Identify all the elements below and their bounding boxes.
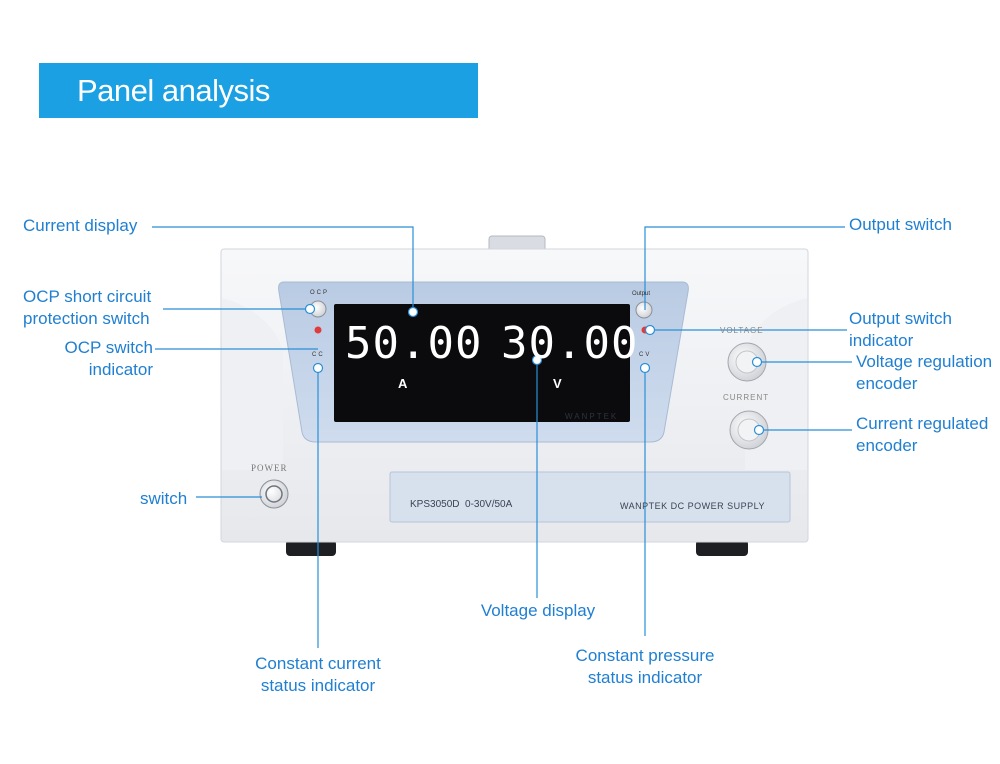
callout-voltage-encoder-line2: encoder: [856, 374, 918, 393]
callout-switch: switch: [140, 489, 188, 508]
cv-label: CV: [639, 352, 652, 358]
callout-current-encoder: Current regulated encoder: [856, 413, 988, 457]
callout-ocp-switch-line2: protection switch: [23, 309, 150, 328]
callout-cc-indicator: Constant current status indicator: [236, 653, 400, 697]
callout-current-encoder-line1: Current regulated: [856, 414, 989, 433]
callout-output-indicator-line1: Output switch: [849, 309, 952, 328]
foot-left: [286, 540, 336, 556]
product-name: WANPTEK DC POWER SUPPLY: [620, 501, 766, 511]
current-reading: 50.00: [345, 318, 483, 369]
ocp-label: OCP: [310, 290, 330, 296]
power-button: [259, 479, 289, 509]
foot-right: [696, 540, 748, 556]
callout-ocp-switch-line1: OCP short circuit: [23, 287, 152, 306]
output-label: Output: [632, 291, 651, 297]
nameplate: [389, 471, 791, 523]
callout-voltage-encoder-line1: Voltage regulation: [856, 352, 993, 371]
output-button: [635, 301, 653, 319]
callout-ocp-indicator-line2: indicator: [88, 360, 153, 379]
callout-output-switch: Output switch: [849, 215, 952, 234]
callout-cv-indicator-line1: Constant pressure: [575, 646, 715, 665]
callout-cc-indicator-line1: Constant current: [255, 654, 381, 673]
callout-current-display: Current display: [23, 216, 138, 235]
callout-output-indicator: Output switch indicator: [849, 308, 952, 352]
callout-ocp-switch: OCP short circuit protection switch: [23, 286, 151, 330]
title-banner: Panel analysis: [39, 63, 478, 118]
voltage-knob-label: VOLTAGE: [720, 326, 764, 335]
ocp-indicator-led: [314, 326, 322, 334]
callout-output-indicator-line2: indicator: [849, 331, 914, 350]
callout-lines: [152, 226, 852, 648]
callout-cv-indicator: Constant pressure status indicator: [562, 645, 728, 689]
current-knob-label: CURRENT: [723, 393, 770, 402]
callout-voltage-display: Voltage display: [480, 601, 596, 620]
callout-cv-indicator-line2: status indicator: [587, 668, 703, 687]
voltage-reading: 30.00: [501, 318, 639, 369]
voltage-unit: V: [553, 376, 562, 391]
callout-ocp-indicator-line1: OCP switch: [64, 338, 154, 357]
callout-voltage-encoder: Voltage regulation encoder: [856, 351, 992, 395]
cc-label: CC: [312, 352, 325, 358]
current-unit: A: [398, 376, 408, 391]
left-bezel: [222, 298, 283, 470]
model-text: KPS3050D 0-30V/50A: [410, 499, 513, 510]
brand-logo: WANPTEK: [565, 412, 619, 421]
led-display: [334, 304, 630, 422]
callout-current-encoder-line2: encoder: [856, 436, 918, 455]
banner-title: Panel analysis: [77, 73, 270, 108]
callout-ocp-indicator: OCP switch indicator: [40, 337, 154, 381]
callout-cc-indicator-line2: status indicator: [260, 676, 376, 695]
power-label: POWER: [251, 463, 288, 473]
